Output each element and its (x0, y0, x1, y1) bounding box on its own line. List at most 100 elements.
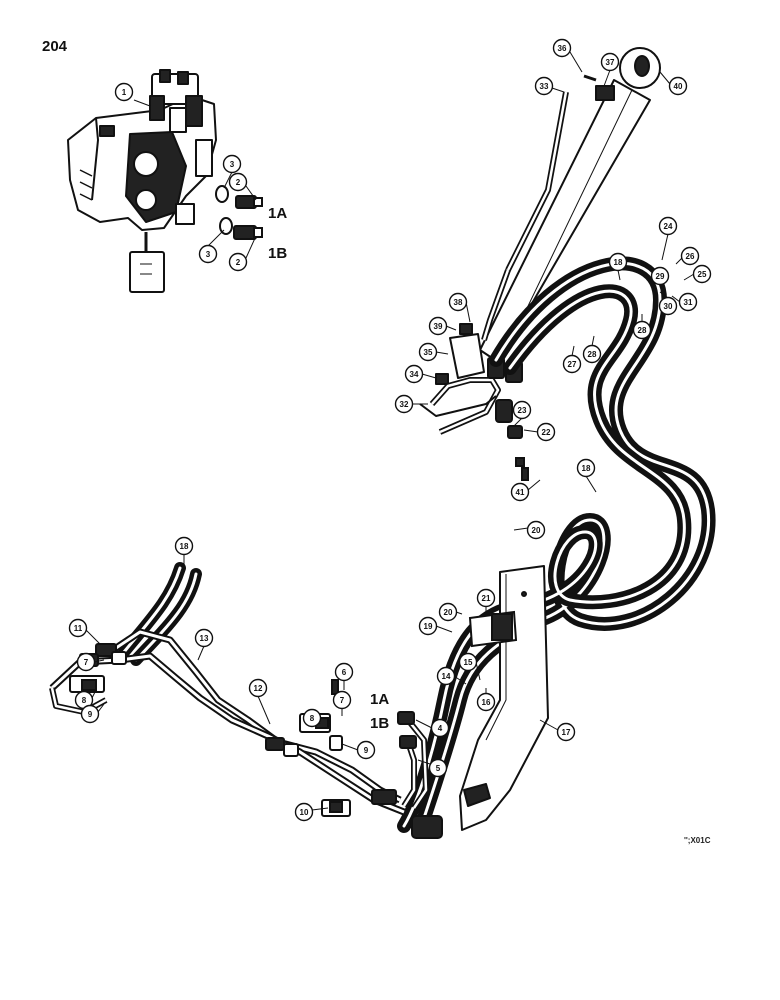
callout-number: 18 (180, 542, 189, 551)
callout-circle (668, 76, 688, 96)
callout-number: 18 (582, 464, 591, 473)
leader-line (445, 325, 457, 331)
callout-3: 3 (198, 244, 218, 264)
callout-circle (294, 802, 314, 822)
callout-circle (404, 364, 424, 384)
callout-11: 11 (68, 618, 88, 638)
port-label-1b: 1B (370, 715, 389, 732)
callout-number: 32 (400, 400, 409, 409)
leader-line (585, 475, 597, 493)
leader-line (569, 51, 583, 73)
leader-line (617, 269, 621, 281)
callout-circle (332, 690, 352, 710)
callout-39: 39 (428, 316, 448, 336)
callout-circle (334, 662, 354, 682)
leader-line (539, 719, 559, 731)
callout-number: 35 (424, 348, 433, 357)
callout-9: 9 (356, 740, 376, 760)
callout-circle (222, 154, 242, 174)
callout-12: 12 (248, 678, 268, 698)
callout-number: 28 (588, 350, 597, 359)
callout-number: 21 (482, 594, 491, 603)
callout-circle (680, 246, 700, 266)
callout-circle (428, 316, 448, 336)
callout-number: 29 (656, 272, 665, 281)
mounting-bracket (459, 565, 549, 831)
callout-21: 21 (476, 588, 496, 608)
callout-number: 3 (230, 160, 235, 169)
callout-number: 16 (482, 698, 491, 707)
callout-circle (68, 618, 88, 638)
callout-number: 36 (558, 44, 567, 53)
callout-number: 2 (236, 258, 241, 267)
callout-circle (658, 216, 678, 236)
port-label-1a: 1A (268, 205, 287, 222)
leader-line (551, 87, 565, 93)
hose-clamp (468, 610, 518, 648)
callout-circle (526, 520, 546, 540)
callout-10: 10 (294, 802, 314, 822)
callout-1: 1 (114, 82, 134, 102)
figure-code: '';X01C (684, 836, 711, 845)
callout-32: 32 (394, 394, 414, 414)
callout-8: 8 (74, 690, 94, 710)
callout-circle (608, 252, 628, 272)
leader-line (257, 695, 271, 725)
callout-38: 38 (448, 292, 468, 312)
callout-number: 7 (84, 658, 89, 667)
callout-30: 30 (658, 296, 678, 316)
callout-circle (80, 704, 100, 724)
callout-circle (600, 52, 620, 72)
leader-line (415, 719, 433, 729)
callout-number: 22 (542, 428, 551, 437)
callout-number: 40 (674, 82, 683, 91)
callout-number: 39 (434, 322, 443, 331)
callout-35: 35 (418, 342, 438, 362)
callout-number: 1 (122, 88, 127, 97)
callout-circle (536, 422, 556, 442)
leader-line (245, 235, 257, 259)
callout-number: 3 (206, 250, 211, 259)
callout-number: 14 (442, 672, 451, 681)
leader-line (133, 99, 151, 107)
callout-number: 12 (254, 684, 263, 693)
leader-line (417, 759, 431, 765)
callout-number: 4 (438, 724, 443, 733)
callout-7: 7 (76, 652, 96, 672)
callout-number: 38 (454, 298, 463, 307)
callout-number: 24 (664, 222, 673, 231)
leader-line (661, 233, 669, 261)
callout-circle (510, 482, 530, 502)
callout-number: 27 (568, 360, 577, 369)
callout-circle (448, 292, 468, 312)
cylinder-tubes (419, 377, 501, 435)
callout-circle (576, 458, 596, 478)
callout-number: 25 (698, 270, 707, 279)
leader-line (435, 625, 453, 633)
callout-circle (658, 296, 678, 316)
callout-circle (394, 394, 414, 414)
callout-circle (302, 708, 322, 728)
callout-circle (632, 320, 652, 340)
callout-circle (418, 342, 438, 362)
callout-3: 3 (222, 154, 242, 174)
callout-number: 37 (606, 58, 615, 67)
callout-circle (650, 266, 670, 286)
callout-circle (476, 692, 496, 712)
leader-line (197, 645, 205, 661)
port-label-1a: 1A (370, 691, 389, 708)
callout-number: 20 (532, 526, 541, 535)
callout-26: 26 (680, 246, 700, 266)
callout-circle (458, 652, 478, 672)
callout-36: 36 (552, 38, 572, 58)
leader-line (659, 71, 671, 85)
callout-4: 4 (430, 718, 450, 738)
leader-line (245, 185, 257, 201)
leader-line (591, 335, 595, 347)
leader-line (465, 301, 471, 323)
callout-circle (418, 616, 438, 636)
leader-line (571, 345, 575, 357)
callout-circle (562, 354, 582, 374)
leader-line (85, 629, 101, 645)
